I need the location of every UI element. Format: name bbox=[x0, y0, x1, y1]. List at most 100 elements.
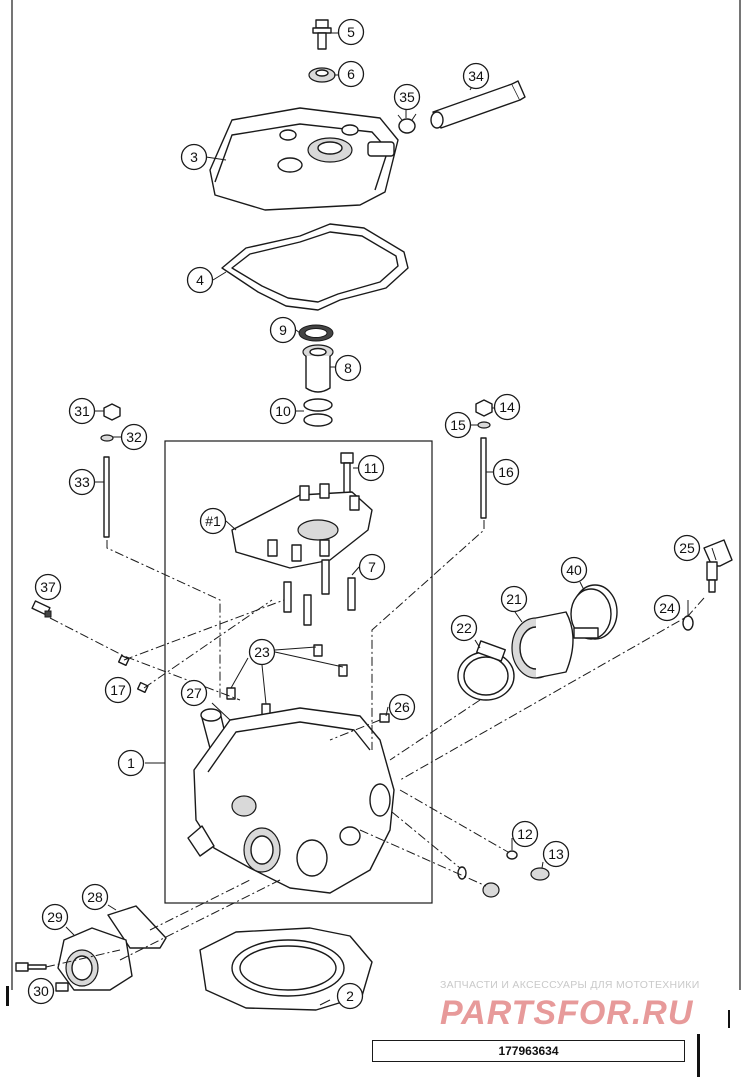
camshaft-carrier-part bbox=[231, 483, 373, 569]
valve-cover-part bbox=[209, 107, 399, 211]
callout-37: 37 bbox=[34, 573, 62, 601]
callout-7: 7 bbox=[358, 553, 386, 581]
grommet-part bbox=[308, 67, 336, 83]
stud-part bbox=[103, 456, 110, 538]
svg-text:25: 25 bbox=[679, 540, 695, 556]
callout-34: 34 bbox=[462, 62, 490, 90]
callout-6: 6 bbox=[337, 60, 365, 88]
callout-3: 3 bbox=[180, 143, 208, 171]
callout-15: 15 bbox=[444, 411, 472, 439]
callout-30: 30 bbox=[27, 977, 55, 1005]
valve-cover-gasket-part bbox=[221, 223, 409, 311]
callout-12: 12 bbox=[511, 820, 539, 848]
callout-40: 40 bbox=[560, 556, 588, 584]
bolt-part bbox=[312, 19, 332, 50]
head-gasket-part bbox=[199, 927, 373, 1011]
svg-text:13: 13 bbox=[548, 846, 564, 862]
intake-flange-part bbox=[511, 611, 599, 679]
callout-13: 13 bbox=[542, 840, 570, 868]
svg-text:11: 11 bbox=[364, 460, 379, 476]
part-number-label: 177963634 bbox=[372, 1040, 685, 1062]
manifold-bolt-part bbox=[15, 962, 69, 992]
svg-text:14: 14 bbox=[499, 399, 515, 415]
watermark-logo: PARTSFOR.RU bbox=[440, 994, 694, 1032]
callout-10: 10 bbox=[269, 397, 297, 425]
callout-2: 2 bbox=[336, 982, 364, 1010]
svg-text:1: 1 bbox=[127, 755, 135, 771]
svg-text:2: 2 bbox=[346, 988, 354, 1004]
callout-32: 32 bbox=[120, 423, 148, 451]
washer-part-right bbox=[477, 421, 491, 429]
svg-text:23: 23 bbox=[254, 644, 270, 660]
svg-text:30: 30 bbox=[33, 983, 49, 999]
svg-text:3: 3 bbox=[190, 149, 198, 165]
svg-text:12: 12 bbox=[517, 826, 533, 842]
valve-guide-part bbox=[283, 559, 356, 626]
seal-ring-part bbox=[298, 324, 334, 342]
intake-clamp-band-part bbox=[570, 584, 618, 640]
svg-text:10: 10 bbox=[275, 403, 291, 419]
small-plug-part bbox=[379, 713, 390, 723]
svg-text:21: 21 bbox=[506, 591, 522, 607]
sensor-washer-part bbox=[682, 615, 694, 631]
callout-#1: #1 bbox=[199, 507, 227, 535]
hose-clamp-part bbox=[397, 113, 417, 134]
callout-27: 27 bbox=[180, 679, 208, 707]
leader-lines bbox=[65, 32, 717, 1006]
alignment-lines bbox=[45, 520, 705, 968]
breather-hose-part bbox=[430, 80, 526, 129]
small-o-ring-part bbox=[457, 850, 518, 880]
callout-5: 5 bbox=[337, 18, 365, 46]
callout-28: 28 bbox=[81, 883, 109, 911]
callout-11: 11 bbox=[357, 454, 385, 482]
svg-text:28: 28 bbox=[87, 889, 103, 905]
washer-part bbox=[100, 434, 114, 442]
svg-text:22: 22 bbox=[456, 620, 472, 636]
svg-text:35: 35 bbox=[399, 89, 415, 105]
svg-text:32: 32 bbox=[126, 429, 142, 445]
exhaust-manifold-part bbox=[57, 927, 133, 991]
dowel-pin-part bbox=[226, 644, 348, 716]
callout-9: 9 bbox=[269, 316, 297, 344]
svg-text:16: 16 bbox=[498, 464, 514, 480]
svg-text:#1: #1 bbox=[205, 513, 221, 529]
svg-text:15: 15 bbox=[450, 417, 466, 433]
svg-text:4: 4 bbox=[196, 272, 204, 288]
callout-26: 26 bbox=[388, 693, 416, 721]
spark-plug-tube-part bbox=[302, 344, 334, 393]
svg-text:24: 24 bbox=[659, 600, 675, 616]
svg-text:27: 27 bbox=[186, 685, 202, 701]
sensor-screw-part bbox=[31, 600, 52, 618]
svg-text:5: 5 bbox=[347, 24, 355, 40]
stud-part-right bbox=[480, 437, 487, 519]
callout-22: 22 bbox=[450, 614, 478, 642]
callout-16: 16 bbox=[492, 458, 520, 486]
svg-text:37: 37 bbox=[40, 579, 56, 595]
callout-25: 25 bbox=[673, 534, 701, 562]
svg-text:33: 33 bbox=[74, 474, 90, 490]
callout-31: 31 bbox=[68, 397, 96, 425]
nut-part-right bbox=[475, 399, 493, 417]
nut-part bbox=[103, 403, 121, 421]
frame-tick-right bbox=[728, 1010, 730, 1028]
frame-tick-bottom bbox=[697, 1034, 700, 1077]
callout-17: 17 bbox=[104, 676, 132, 704]
watermark-tagline: ЗАПЧАСТИ И АКСЕССУАРЫ ДЛЯ МОТОТЕХНИКИ bbox=[440, 979, 700, 991]
callout-14: 14 bbox=[493, 393, 521, 421]
callout-29: 29 bbox=[41, 903, 69, 931]
camshaft-bolt-part bbox=[340, 452, 354, 496]
svg-text:29: 29 bbox=[47, 909, 63, 925]
plug-part bbox=[117, 654, 149, 694]
callout-1: 1 bbox=[117, 749, 145, 777]
callout-8: 8 bbox=[334, 354, 362, 382]
o-ring-part bbox=[303, 398, 333, 427]
callout-21: 21 bbox=[500, 585, 528, 613]
drain-nut-part bbox=[482, 867, 550, 898]
callout-24: 24 bbox=[653, 594, 681, 622]
cylinder-head-part bbox=[187, 707, 395, 894]
svg-text:26: 26 bbox=[394, 699, 410, 715]
callout-35: 35 bbox=[393, 83, 421, 111]
temperature-sensor-part bbox=[703, 539, 733, 593]
intake-hose-clamp-part bbox=[457, 640, 515, 701]
